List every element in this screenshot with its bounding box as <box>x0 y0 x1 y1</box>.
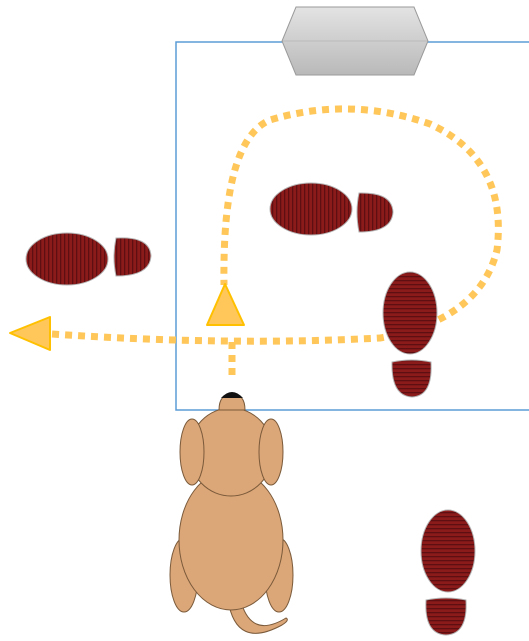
footprint-room-upper <box>269 182 394 236</box>
room-boundary <box>175 41 529 411</box>
dog-tail <box>227 597 288 634</box>
footprint-left-outside <box>25 232 152 286</box>
footprint-bottom-right <box>420 509 476 636</box>
dog-right-ear <box>258 418 284 486</box>
left-arrow-icon <box>9 316 51 351</box>
tracking-path <box>51 105 502 375</box>
dog-left-ear <box>179 418 205 486</box>
up-arrow-icon <box>206 283 245 326</box>
dog-top-view-icon <box>169 392 294 634</box>
dog-nose <box>221 392 243 398</box>
footprint-room-right <box>382 271 438 398</box>
